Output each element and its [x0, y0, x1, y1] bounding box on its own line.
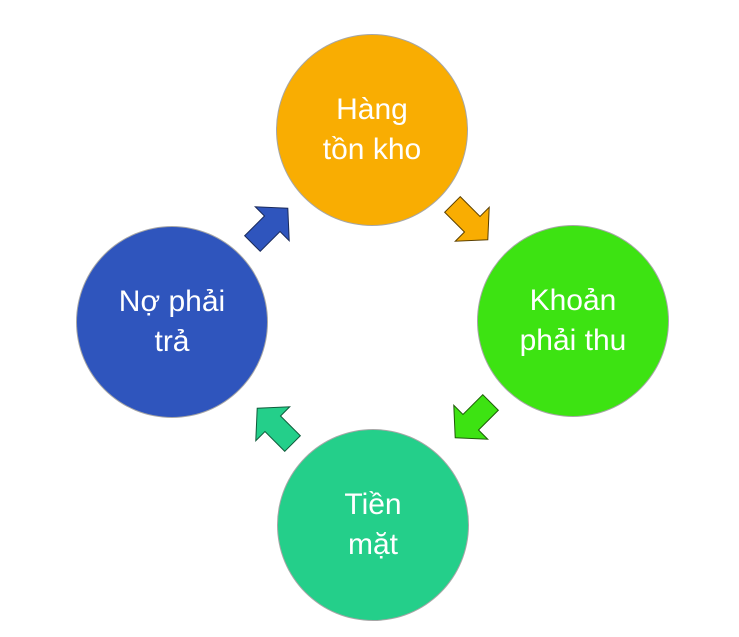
arrow-cash-to-payables [255, 406, 302, 453]
node-inventory-label: Hàng tồn kho [322, 93, 422, 166]
node-payables: Nợ phải trả [77, 227, 267, 417]
arrow-inventory-to-receivables [443, 195, 490, 242]
arrow-receivables-to-cash [453, 393, 500, 440]
arrow-payables-to-inventory [243, 206, 290, 253]
node-cash: Tiền mặt [278, 430, 468, 620]
node-payables-label: Nợ phải trả [118, 285, 226, 358]
node-receivables-label: Khoản phải thu [519, 284, 627, 357]
node-cash-label: Tiền mặt [344, 488, 402, 561]
node-receivables: Khoản phải thu [478, 226, 668, 416]
node-inventory: Hàng tồn kho [277, 35, 467, 225]
